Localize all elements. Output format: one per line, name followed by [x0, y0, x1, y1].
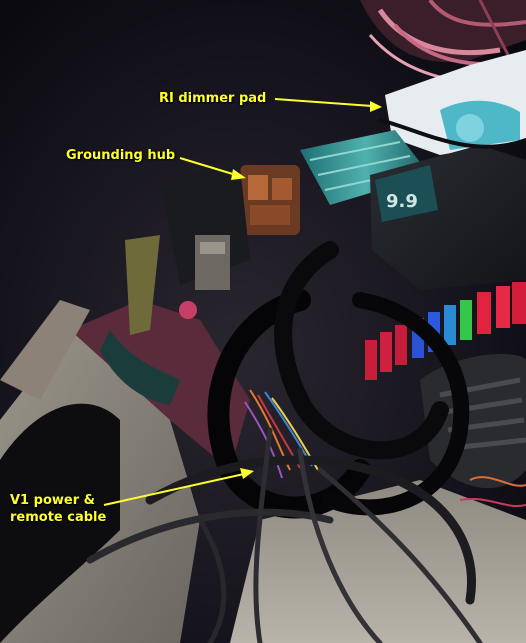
dimmer-pad-housing — [385, 50, 526, 155]
svg-text:9.9: 9.9 — [386, 191, 418, 212]
relay-box: 9.9 — [370, 145, 526, 290]
dimmer-arrowhead — [370, 101, 382, 112]
grounding-hub — [240, 165, 300, 235]
grounding-hub-label: Grounding hub — [66, 147, 175, 164]
v1-cable-label: V1 power & remote cable — [10, 492, 106, 526]
black-cables — [86, 118, 526, 643]
v1-cable-label-line1: V1 power & — [10, 493, 95, 508]
v1-arrow — [103, 473, 245, 506]
hub-arrow — [179, 157, 237, 176]
black-mount — [100, 165, 250, 405]
annotation-arrows — [103, 98, 382, 506]
v1-arrowhead — [240, 468, 254, 479]
dimmer-pad-label: RI dimmer pad — [159, 90, 266, 107]
hub-arrowhead — [231, 169, 246, 180]
v1-cable-label-line2: remote cable — [10, 510, 107, 525]
dimmer-arrow — [274, 98, 373, 107]
black-bracket — [0, 403, 120, 643]
grounding-hub-label-text: Grounding hub — [66, 148, 176, 163]
dimmer-pad-label-text: RI dimmer pad — [159, 91, 267, 106]
pink-wire-harness — [360, 0, 526, 91]
